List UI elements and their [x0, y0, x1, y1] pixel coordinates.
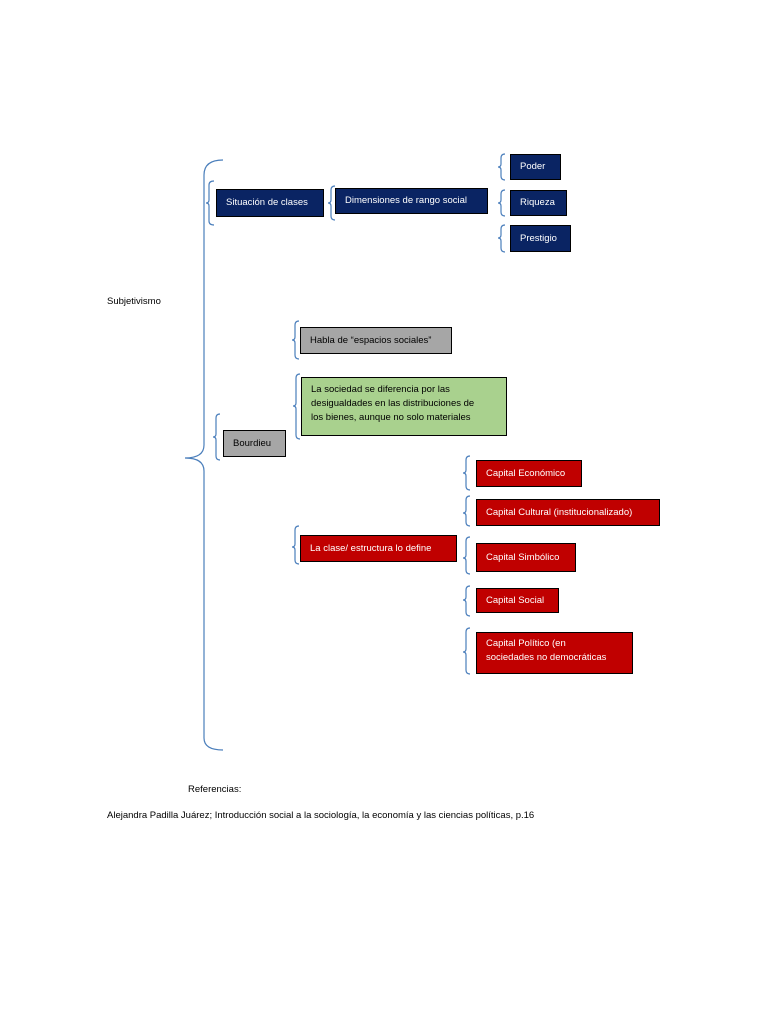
- capital-politico-line-1: Capital Político (en: [486, 638, 566, 649]
- poder-node: Poder: [510, 154, 561, 180]
- cap3-bracket: [462, 536, 471, 575]
- bourdieu-node: Bourdieu: [223, 430, 286, 457]
- root-label: Subjetivismo: [107, 296, 161, 307]
- sociedad-line-2: desigualdades en las distribuciones de: [311, 397, 475, 409]
- situacion-node: Situación de clases: [216, 189, 324, 217]
- references-heading: Referencias:: [188, 784, 242, 795]
- prestigio-node: Prestigio: [510, 225, 571, 252]
- clase-node: La clase/ estructura lo define: [300, 535, 457, 562]
- sociedad-bracket: [292, 373, 301, 440]
- sociedad-line-1: La sociedad se diferencia por las: [311, 384, 450, 395]
- dimensiones-bracket: [327, 185, 336, 221]
- habla-node: Habla de “espacios sociales”: [300, 327, 452, 354]
- prestigio-bracket: [497, 224, 506, 253]
- dimensiones-node: Dimensiones de rango social: [335, 188, 488, 214]
- capital-economico-node: Capital Económico: [476, 460, 582, 487]
- capital-politico-line-2: sociedades no democráticas: [486, 651, 607, 663]
- sociedad-node: La sociedad se diferencia por las desigu…: [301, 377, 507, 436]
- cap2-bracket: [462, 495, 471, 527]
- poder-bracket: [497, 153, 506, 181]
- main-bracket: [184, 159, 224, 751]
- capital-politico-node: Capital Político (en sociedades no democ…: [476, 632, 633, 674]
- riqueza-bracket: [497, 189, 506, 217]
- bourdieu-bracket: [212, 413, 221, 461]
- capital-social-node: Capital Social: [476, 588, 559, 613]
- cap5-bracket: [462, 627, 471, 675]
- capital-cultural-node: Capital Cultural (institucionalizado): [476, 499, 660, 526]
- cap1-bracket: [462, 455, 471, 491]
- cap4-bracket: [462, 585, 471, 617]
- capital-simbolico-node: Capital Simbólico: [476, 543, 576, 572]
- riqueza-node: Riqueza: [510, 190, 567, 216]
- habla-bracket: [291, 320, 300, 360]
- references-citation: Alejandra Padilla Juárez; Introducción s…: [107, 810, 535, 821]
- sociedad-line-3: los bienes, aunque no solo materiales: [311, 411, 471, 423]
- clase-bracket: [291, 525, 300, 565]
- situacion-bracket: [205, 180, 215, 226]
